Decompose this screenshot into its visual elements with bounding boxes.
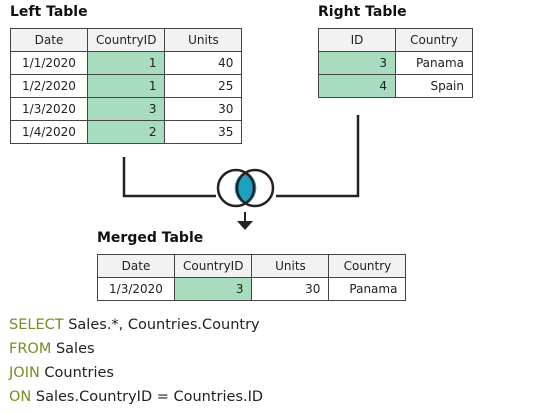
sql-line: ON Sales.CountryID = Countries.ID xyxy=(9,385,263,409)
right-cell-country: Panama xyxy=(395,51,473,75)
merged-table-header-units: Units xyxy=(251,254,330,278)
left-table-header-date: Date xyxy=(10,28,88,52)
merged-cell-country: Panama xyxy=(328,277,407,301)
table-row: 4 Spain xyxy=(318,74,473,98)
sql-keyword: JOIN xyxy=(9,365,40,381)
left-cell-countryid: 1 xyxy=(86,74,166,98)
sql-text: Sales xyxy=(51,341,95,357)
left-cell-date: 1/4/2020 xyxy=(10,120,88,144)
left-cell-date: 1/2/2020 xyxy=(10,74,88,98)
merged-cell-countryid: 3 xyxy=(173,277,253,301)
right-table-header-id: ID xyxy=(318,28,396,52)
merged-cell-date: 1/3/2020 xyxy=(97,277,175,301)
left-cell-countryid: 1 xyxy=(86,51,166,75)
left-cell-units: 25 xyxy=(164,74,243,98)
left-table: Date CountryID Units 1/1/2020 1 40 1/2/2… xyxy=(10,28,243,144)
sql-keyword: SELECT xyxy=(9,317,64,333)
arrow-down-icon xyxy=(237,212,253,230)
left-cell-countryid: 3 xyxy=(86,97,166,121)
sql-text: Sales.*, Countries.Country xyxy=(63,317,260,333)
left-cell-date: 1/1/2020 xyxy=(10,51,88,75)
right-cell-id: 3 xyxy=(318,51,396,75)
right-table-title: Right Table xyxy=(318,4,407,20)
table-row: 1/2/2020 1 25 xyxy=(10,74,243,98)
left-cell-units: 30 xyxy=(164,97,243,121)
left-table-title: Left Table xyxy=(10,4,88,20)
sql-line: JOIN Countries xyxy=(9,361,263,385)
merged-cell-units: 30 xyxy=(251,277,330,301)
inner-join-venn-icon xyxy=(216,168,275,208)
merged-table-title: Merged Table xyxy=(97,230,204,246)
right-cell-country: Spain xyxy=(395,74,473,98)
table-row: 1/3/2020 3 30 Panama xyxy=(97,277,407,301)
left-table-header-countryid: CountryID xyxy=(86,28,166,52)
sql-code-block: SELECT Sales.*, Countries.Country FROM S… xyxy=(9,313,263,409)
sql-keyword: FROM xyxy=(9,341,52,357)
right-cell-id: 4 xyxy=(318,74,396,98)
left-cell-countryid: 2 xyxy=(86,120,166,144)
merged-table: Date CountryID Units Country 1/3/2020 3 … xyxy=(97,254,407,301)
table-row: 1/3/2020 3 30 xyxy=(10,97,243,121)
sql-line: FROM Sales xyxy=(9,337,263,361)
merged-table-header-countryid: CountryID xyxy=(173,254,253,278)
left-connector-line xyxy=(122,157,216,198)
merged-table-header-date: Date xyxy=(97,254,175,278)
sql-text: Countries xyxy=(39,365,114,381)
table-row: 3 Panama xyxy=(318,51,473,75)
table-row: 1/4/2020 2 35 xyxy=(10,120,243,144)
left-table-header-units: Units xyxy=(164,28,243,52)
right-connector-line xyxy=(276,115,360,198)
table-row: 1/1/2020 1 40 xyxy=(10,51,243,75)
sql-text: Sales.CountryID = Countries.ID xyxy=(31,389,264,405)
left-cell-units: 35 xyxy=(164,120,243,144)
merged-table-header-country: Country xyxy=(328,254,407,278)
sql-keyword: ON xyxy=(9,389,32,405)
right-table: ID Country 3 Panama 4 Spain xyxy=(318,28,473,98)
sql-line: SELECT Sales.*, Countries.Country xyxy=(9,313,263,337)
